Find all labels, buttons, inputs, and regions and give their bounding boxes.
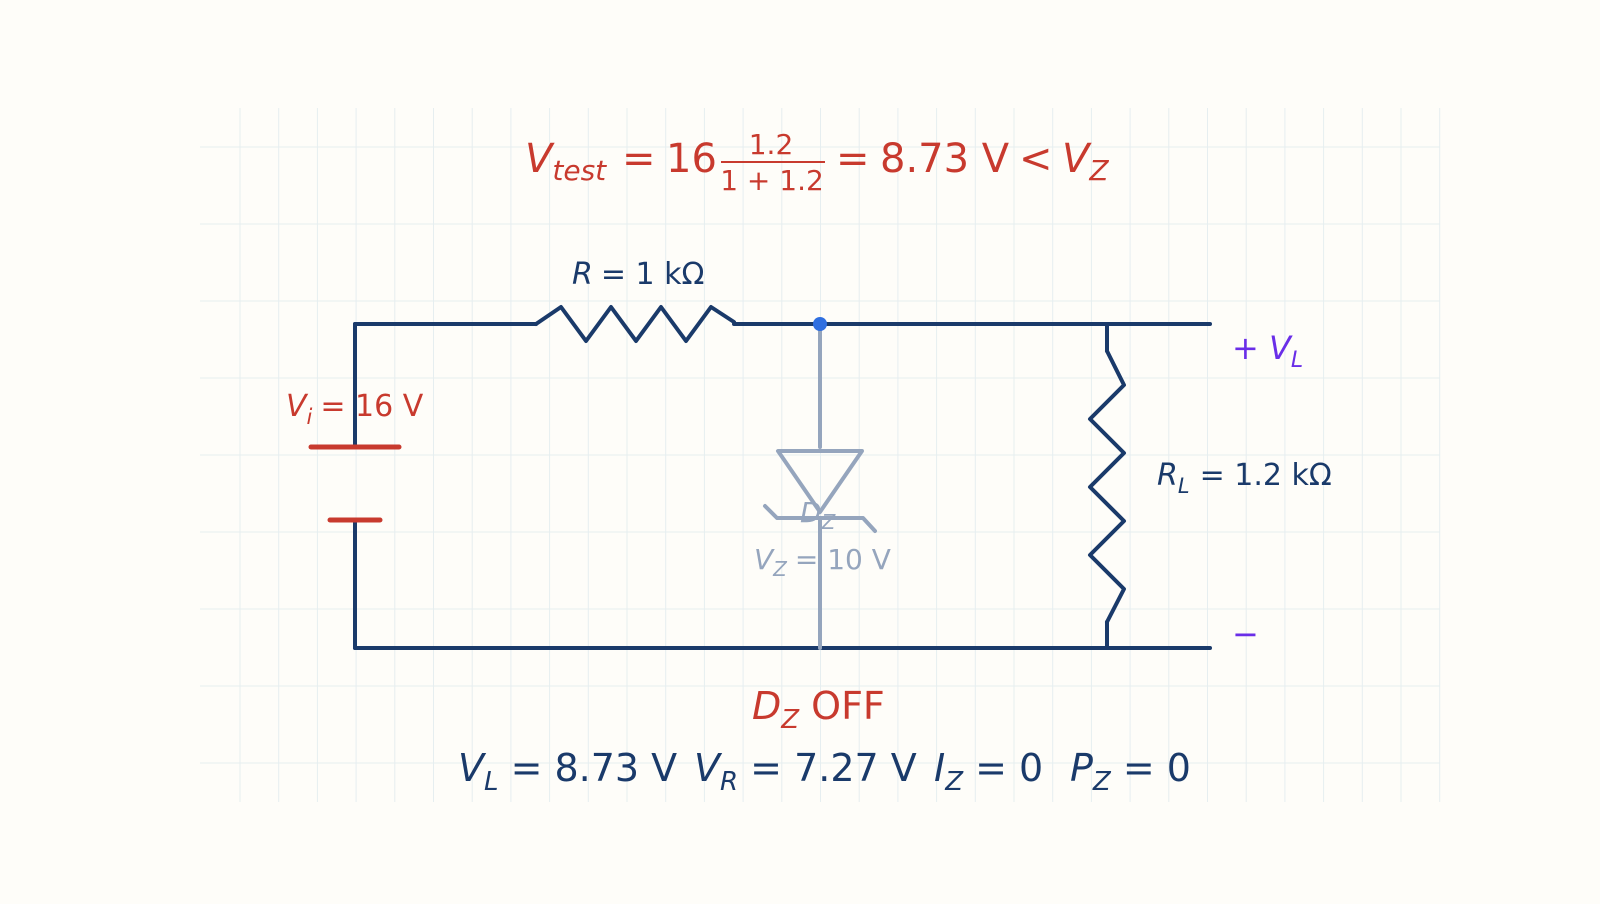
vz-symbol: V bbox=[1062, 136, 1092, 182]
voltage-source bbox=[308, 444, 402, 523]
vtest-symbol: V bbox=[525, 136, 555, 182]
test-voltage-equation: Vtest = 16 1.2 1 + 1.2 = 8.73 V < VZ bbox=[525, 128, 1109, 197]
output-plus-label: + VL bbox=[1232, 329, 1303, 373]
fraction-numerator: 1.2 bbox=[749, 128, 794, 161]
equals-sign-2: = bbox=[836, 136, 870, 182]
vz-subscript: Z bbox=[1088, 154, 1109, 187]
vtest-value: 8.73 V bbox=[880, 136, 1010, 182]
load-resistor bbox=[1088, 349, 1126, 624]
equals-sign-1: = bbox=[622, 136, 656, 182]
less-than-sign: < bbox=[1019, 136, 1053, 182]
grid-lines bbox=[200, 108, 1441, 802]
zener-label: DZ bbox=[800, 496, 837, 534]
fraction-denominator: 1 + 1.2 bbox=[720, 164, 824, 197]
result-vl: VL = 8.73 V bbox=[458, 746, 677, 797]
source-label: Vi= 16 V bbox=[286, 389, 424, 429]
output-minus-label: − bbox=[1232, 615, 1259, 653]
zener-diode bbox=[763, 322, 877, 650]
junction-node bbox=[813, 317, 827, 331]
load-resistor-label: RL= 1.2 kΩ bbox=[1157, 458, 1332, 498]
result-vr: VR = 7.27 V bbox=[694, 746, 917, 797]
series-resistor bbox=[534, 305, 736, 343]
vtest-subscript: test bbox=[552, 154, 607, 187]
result-pz: PZ = 0 bbox=[1070, 746, 1191, 797]
coefficient: 16 bbox=[666, 136, 717, 182]
results-line: VL = 8.73 V VR = 7.27 V IZ = 0 PZ = 0 bbox=[458, 746, 1191, 797]
zener-triangle bbox=[776, 449, 864, 514]
result-iz: IZ = 0 bbox=[934, 746, 1043, 797]
series-resistor-label: R= 1 kΩ bbox=[572, 257, 704, 292]
zener-state-label: DZ OFF bbox=[752, 684, 885, 735]
circuit-wires bbox=[353, 322, 1212, 650]
svg-text:VZ: VZ bbox=[1062, 136, 1109, 187]
svg-text:Vtest: Vtest bbox=[525, 136, 607, 187]
zener-voltage-label: VZ= 10 V bbox=[754, 543, 891, 581]
